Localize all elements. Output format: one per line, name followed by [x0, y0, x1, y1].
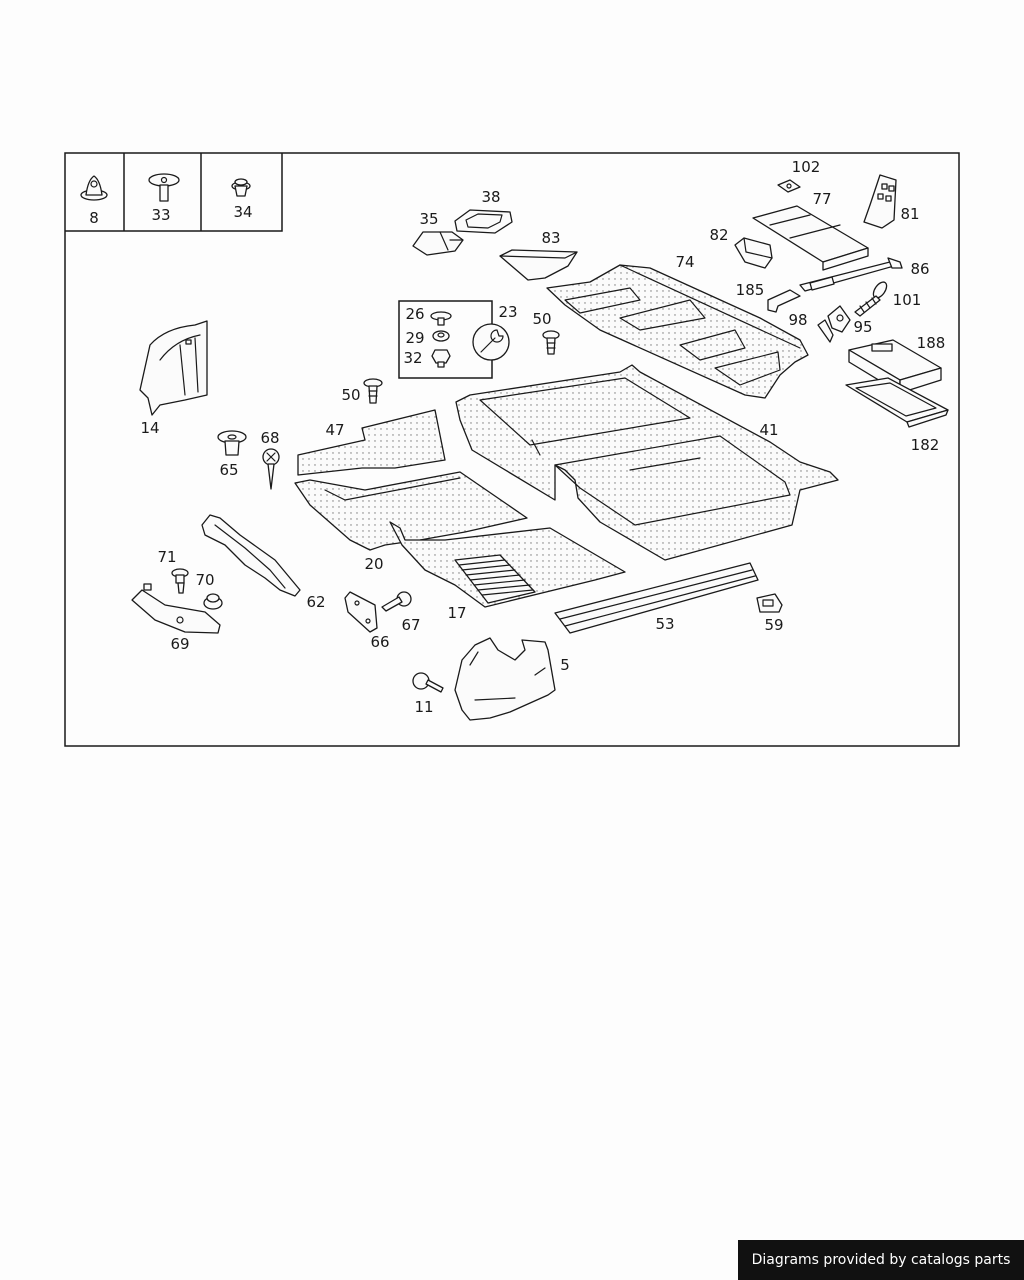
part-62-trim[interactable]: [201, 514, 301, 597]
callout-62: 62: [306, 593, 325, 611]
callout-71: 71: [157, 548, 176, 566]
part-69-bracket[interactable]: [131, 583, 221, 634]
part-71-bolt[interactable]: [171, 568, 189, 594]
callout-68: 68: [260, 429, 279, 447]
callout-50-lower: 50: [341, 386, 360, 404]
part-8-grommet[interactable]: [80, 175, 108, 201]
callout-82: 82: [709, 226, 728, 244]
callout-26: 26: [405, 305, 424, 323]
callout-38: 38: [481, 188, 500, 206]
part-67-screw[interactable]: [381, 591, 412, 612]
callout-69: 69: [170, 635, 189, 653]
callout-41: 41: [759, 421, 778, 439]
callout-23: 23: [498, 303, 517, 321]
diagram-frame: [64, 152, 960, 747]
callout-83: 83: [541, 229, 560, 247]
part-38-tray[interactable]: [454, 209, 513, 234]
part-14-side-trim[interactable]: [139, 320, 208, 416]
part-11-screw[interactable]: [412, 672, 444, 693]
part-101-screw[interactable]: [854, 280, 889, 317]
callout-32: 32: [403, 349, 422, 367]
part-185-bracket[interactable]: [767, 289, 801, 313]
part-50-clip-lower[interactable]: [363, 378, 383, 404]
part-50-clip-upper[interactable]: [542, 330, 560, 355]
part-81-bracket[interactable]: [863, 174, 897, 229]
part-182-tray[interactable]: [845, 377, 949, 428]
callout-98: 98: [788, 311, 807, 329]
part-77-mat[interactable]: [752, 205, 869, 271]
callout-53: 53: [655, 615, 674, 633]
part-17-floor-mat[interactable]: [389, 521, 626, 608]
callout-188: 188: [917, 334, 946, 352]
callout-185: 185: [736, 281, 765, 299]
callout-33: 33: [151, 206, 170, 224]
callout-65: 65: [219, 461, 238, 479]
callout-47: 47: [325, 421, 344, 439]
part-86-strap[interactable]: [799, 257, 903, 292]
callout-29: 29: [405, 329, 424, 347]
part-74-rear-carpet[interactable]: [546, 264, 809, 399]
callout-11: 11: [414, 698, 433, 716]
callout-66: 66: [370, 633, 389, 651]
part-35-cover[interactable]: [412, 231, 464, 256]
part-65-clip[interactable]: [217, 430, 247, 456]
callout-50-upper: 50: [532, 310, 551, 328]
part-95-latch[interactable]: [827, 305, 851, 333]
callout-59: 59: [764, 616, 783, 634]
callout-74: 74: [675, 253, 694, 271]
callout-35: 35: [419, 210, 438, 228]
part-66-plate[interactable]: [344, 591, 378, 633]
part-33-clip[interactable]: [148, 173, 180, 202]
part-41-main-carpet[interactable]: [455, 364, 839, 561]
callout-86: 86: [910, 260, 929, 278]
wrench-icon: [472, 323, 510, 361]
callout-5: 5: [560, 656, 570, 674]
inset-table: [65, 153, 283, 232]
callout-14: 14: [140, 419, 159, 437]
part-5-side-trim[interactable]: [454, 637, 556, 721]
callout-101: 101: [893, 291, 922, 309]
part-20-floor-mat[interactable]: [294, 471, 528, 551]
part-53-sill[interactable]: [554, 562, 759, 634]
callout-67: 67: [401, 616, 420, 634]
part-82-bracket[interactable]: [734, 237, 773, 269]
callout-70: 70: [195, 571, 214, 589]
callout-95: 95: [853, 318, 872, 336]
callout-20: 20: [364, 555, 383, 573]
callout-182: 182: [911, 436, 940, 454]
callout-81: 81: [900, 205, 919, 223]
part-70-nut[interactable]: [203, 593, 223, 610]
callout-102: 102: [792, 158, 821, 176]
credit-banner: Diagrams provided by catalogs parts: [738, 1240, 1024, 1280]
callout-17: 17: [447, 604, 466, 622]
part-98-hook[interactable]: [817, 319, 834, 343]
part-102-clip[interactable]: [777, 179, 801, 193]
part-68-screw[interactable]: [262, 448, 280, 490]
callout-8: 8: [89, 209, 99, 227]
callout-labels: 8 33 34 5 11 14 17 20 23 26 29 32 35 38 …: [89, 158, 945, 716]
callout-34: 34: [233, 203, 252, 221]
part-47-front-mat[interactable]: [297, 409, 446, 476]
part-59-clip[interactable]: [756, 593, 783, 613]
part-34-clip[interactable]: [231, 178, 251, 197]
callout-77: 77: [812, 190, 831, 208]
part-83-insulation[interactable]: [499, 249, 578, 281]
